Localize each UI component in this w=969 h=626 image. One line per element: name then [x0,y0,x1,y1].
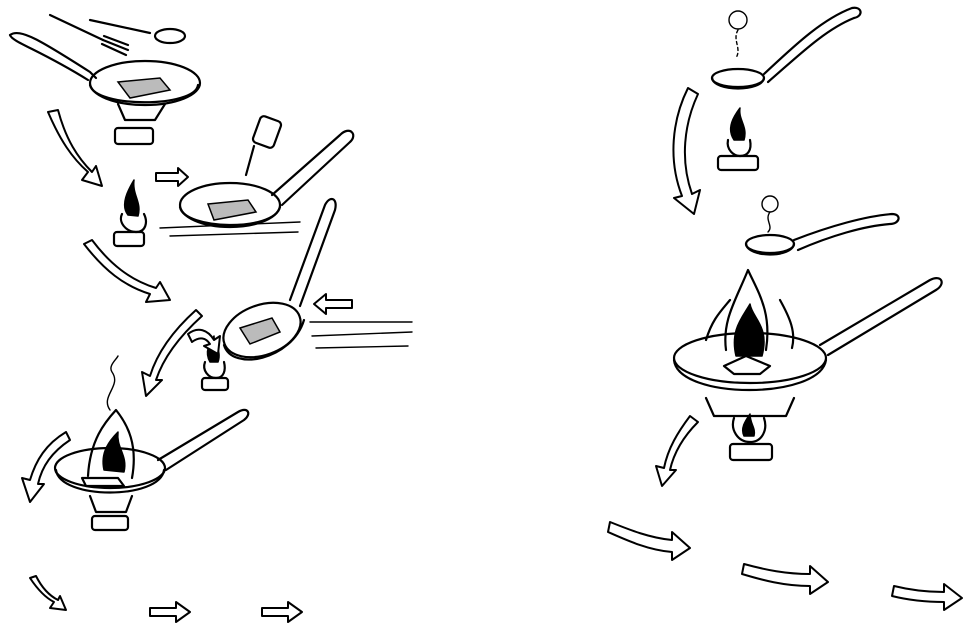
pan-with-steak-icon [10,33,200,144]
right-arrow-icon [262,602,302,622]
right-arrow-icon [892,584,962,610]
curved-arrow-icon [22,432,70,502]
curved-arrow-icon [48,110,102,186]
curved-arrow-icon [673,88,700,214]
ladle-over-burner-icon [712,8,861,170]
curved-arrow-icon [30,576,66,610]
flaming-pan-icon [674,270,942,460]
fork-icon [50,15,128,55]
right-arrow-icon [742,564,828,594]
pan-with-oil-bottle-icon [160,115,353,236]
curved-arrow-icon [188,330,220,354]
right-arrow-icon [156,168,188,186]
ignited-ladle-icon [746,196,899,255]
curved-arrow-icon [656,416,698,486]
right-arrow-icon [608,522,690,560]
right-arrow-icon [150,602,190,622]
curved-arrow-icon [142,310,202,396]
burner-flame-icon [114,180,146,246]
left-arrow-icon [314,294,352,314]
curved-arrow-icon [84,240,170,302]
